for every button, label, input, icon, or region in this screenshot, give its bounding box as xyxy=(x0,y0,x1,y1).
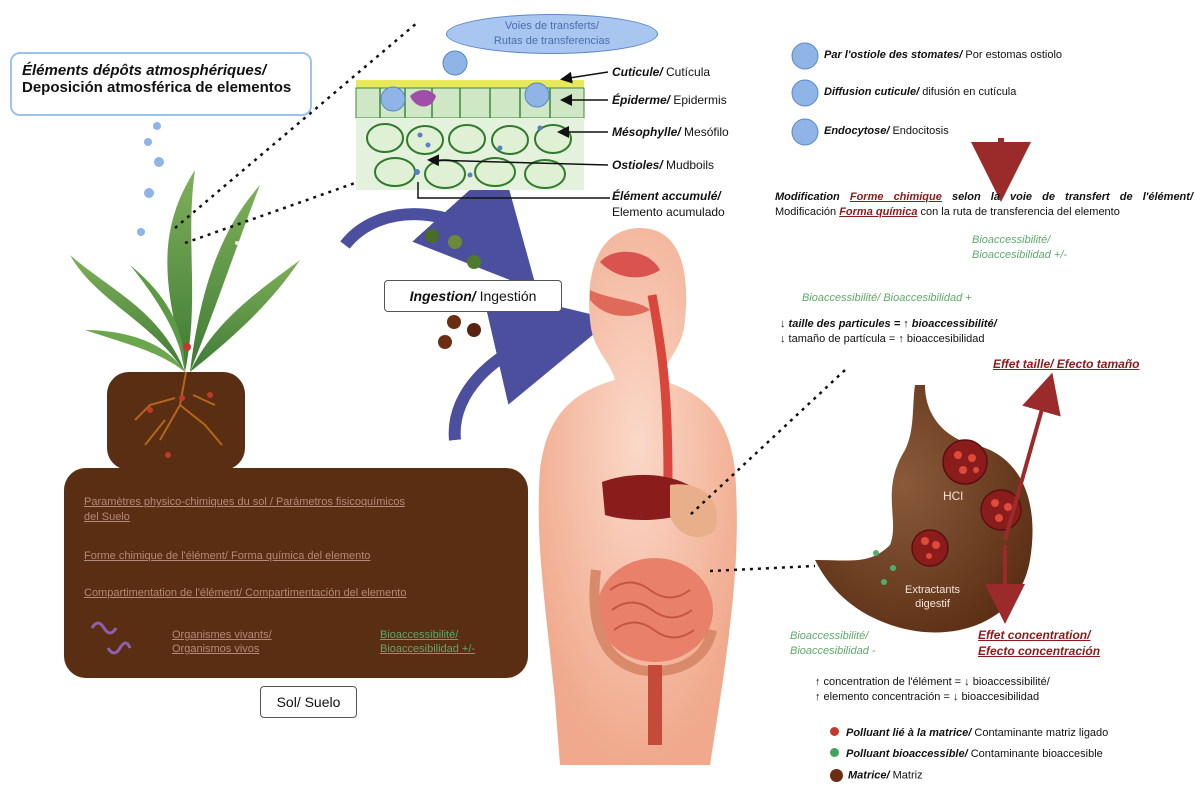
modification-text: Modification Forme chimique selon la voi… xyxy=(775,190,1193,220)
label-accumulated-element: Élément accumulé/ Elemento acumulado xyxy=(612,188,725,220)
concentration-text: ↑ concentration de l'élément = ↓ bioacce… xyxy=(815,675,1050,705)
concentration-effect-label: Effet concentration/ Efecto concentració… xyxy=(978,627,1100,659)
particle-size-text: ↓ taille des particules = ↑ bioaccessibi… xyxy=(780,317,997,347)
legend-item-bound: Polluant lié à la matrice/ Contaminante … xyxy=(830,727,1108,739)
legend-item-matrix: Matrice/ Matriz xyxy=(830,769,1108,782)
hcl-label: HCl xyxy=(943,489,963,503)
soil-compartment-row: Compartimentation de l'élément/ Comparti… xyxy=(84,587,407,599)
soil-label-box: Sol/ Suelo xyxy=(260,686,357,718)
label-epidermis: Épiderme/ Epidermis xyxy=(612,93,727,107)
red-dot-icon xyxy=(830,727,839,736)
bioaccessibility-plus: Bioaccessibilité/ Bioaccesibilidad + xyxy=(802,292,972,304)
route-legend-3: Endocytose/ Endocitosis xyxy=(824,125,949,137)
transfer-routes-bubble: Voies de transferts/ Rutas de transferen… xyxy=(446,14,658,54)
ingestion-arrow-bottom xyxy=(455,330,565,440)
label-ostioles: Ostioles/ Mudboils xyxy=(612,158,714,172)
label-cuticle: Cuticule/ Cutícula xyxy=(612,65,710,79)
label-mesophyll: Mésophylle/ Mesófilo xyxy=(612,125,729,139)
green-dot-icon xyxy=(830,748,839,757)
rhizosphere-block xyxy=(107,372,245,470)
human-body xyxy=(539,228,737,765)
plant-leaves xyxy=(70,170,300,372)
route-circle-2 xyxy=(792,80,818,106)
atmospheric-title-es: Deposición atmosférica de elementos xyxy=(22,79,300,96)
legend-item-bioaccessible: Polluant bioaccessible/ Contaminante bio… xyxy=(830,748,1108,760)
soil-param-row: Paramètres physico-chimiques du sol / Pa… xyxy=(84,495,514,525)
digestive-extractants-label: Extractants digestif xyxy=(905,583,960,611)
soil-organisms-label: Organismes vivants/ Organismos vivos xyxy=(172,628,272,656)
brown-dot-icon xyxy=(830,769,843,782)
size-effect-label: Effet taille/ Efecto tamaño xyxy=(993,357,1139,371)
transfer-routes-fr: Voies de transferts/ xyxy=(447,19,657,34)
soil-chemical-form-row: Forme chimique de l'élément/ Forma quími… xyxy=(84,550,370,562)
transfer-routes-es: Rutas de transferencias xyxy=(447,34,657,49)
route-circle-1 xyxy=(792,43,818,69)
route-legend-2: Diffusion cuticule/ difusión en cutícula xyxy=(824,86,1016,98)
atmospheric-deposition-box: Éléments dépôts atmosphériques/ Deposici… xyxy=(10,52,312,116)
bioaccessibility-plus-minus: Bioaccessibilité/ Bioaccesibilidad +/- xyxy=(972,233,1067,263)
atmospheric-title-fr: Éléments dépôts atmosphériques/ xyxy=(22,62,300,79)
atmospheric-droplets xyxy=(137,122,164,236)
particles-small xyxy=(438,315,481,349)
ingestion-box: Ingestion/ Ingestión xyxy=(384,280,562,312)
soil-bioaccessibility-label: Bioaccessibilité/ Bioaccesibilidad +/- xyxy=(380,628,475,656)
route-legend-1: Par l'ostiole des stomates/ Por estomas … xyxy=(824,49,1062,61)
route-circle-3 xyxy=(792,119,818,145)
ingestion-arrow-top xyxy=(345,214,505,255)
bioaccessibility-minus: Bioaccessibilité/ Bioaccesibilidad - xyxy=(790,629,876,659)
pollutant-legend: Polluant lié à la matrice/ Contaminante … xyxy=(830,727,1108,782)
